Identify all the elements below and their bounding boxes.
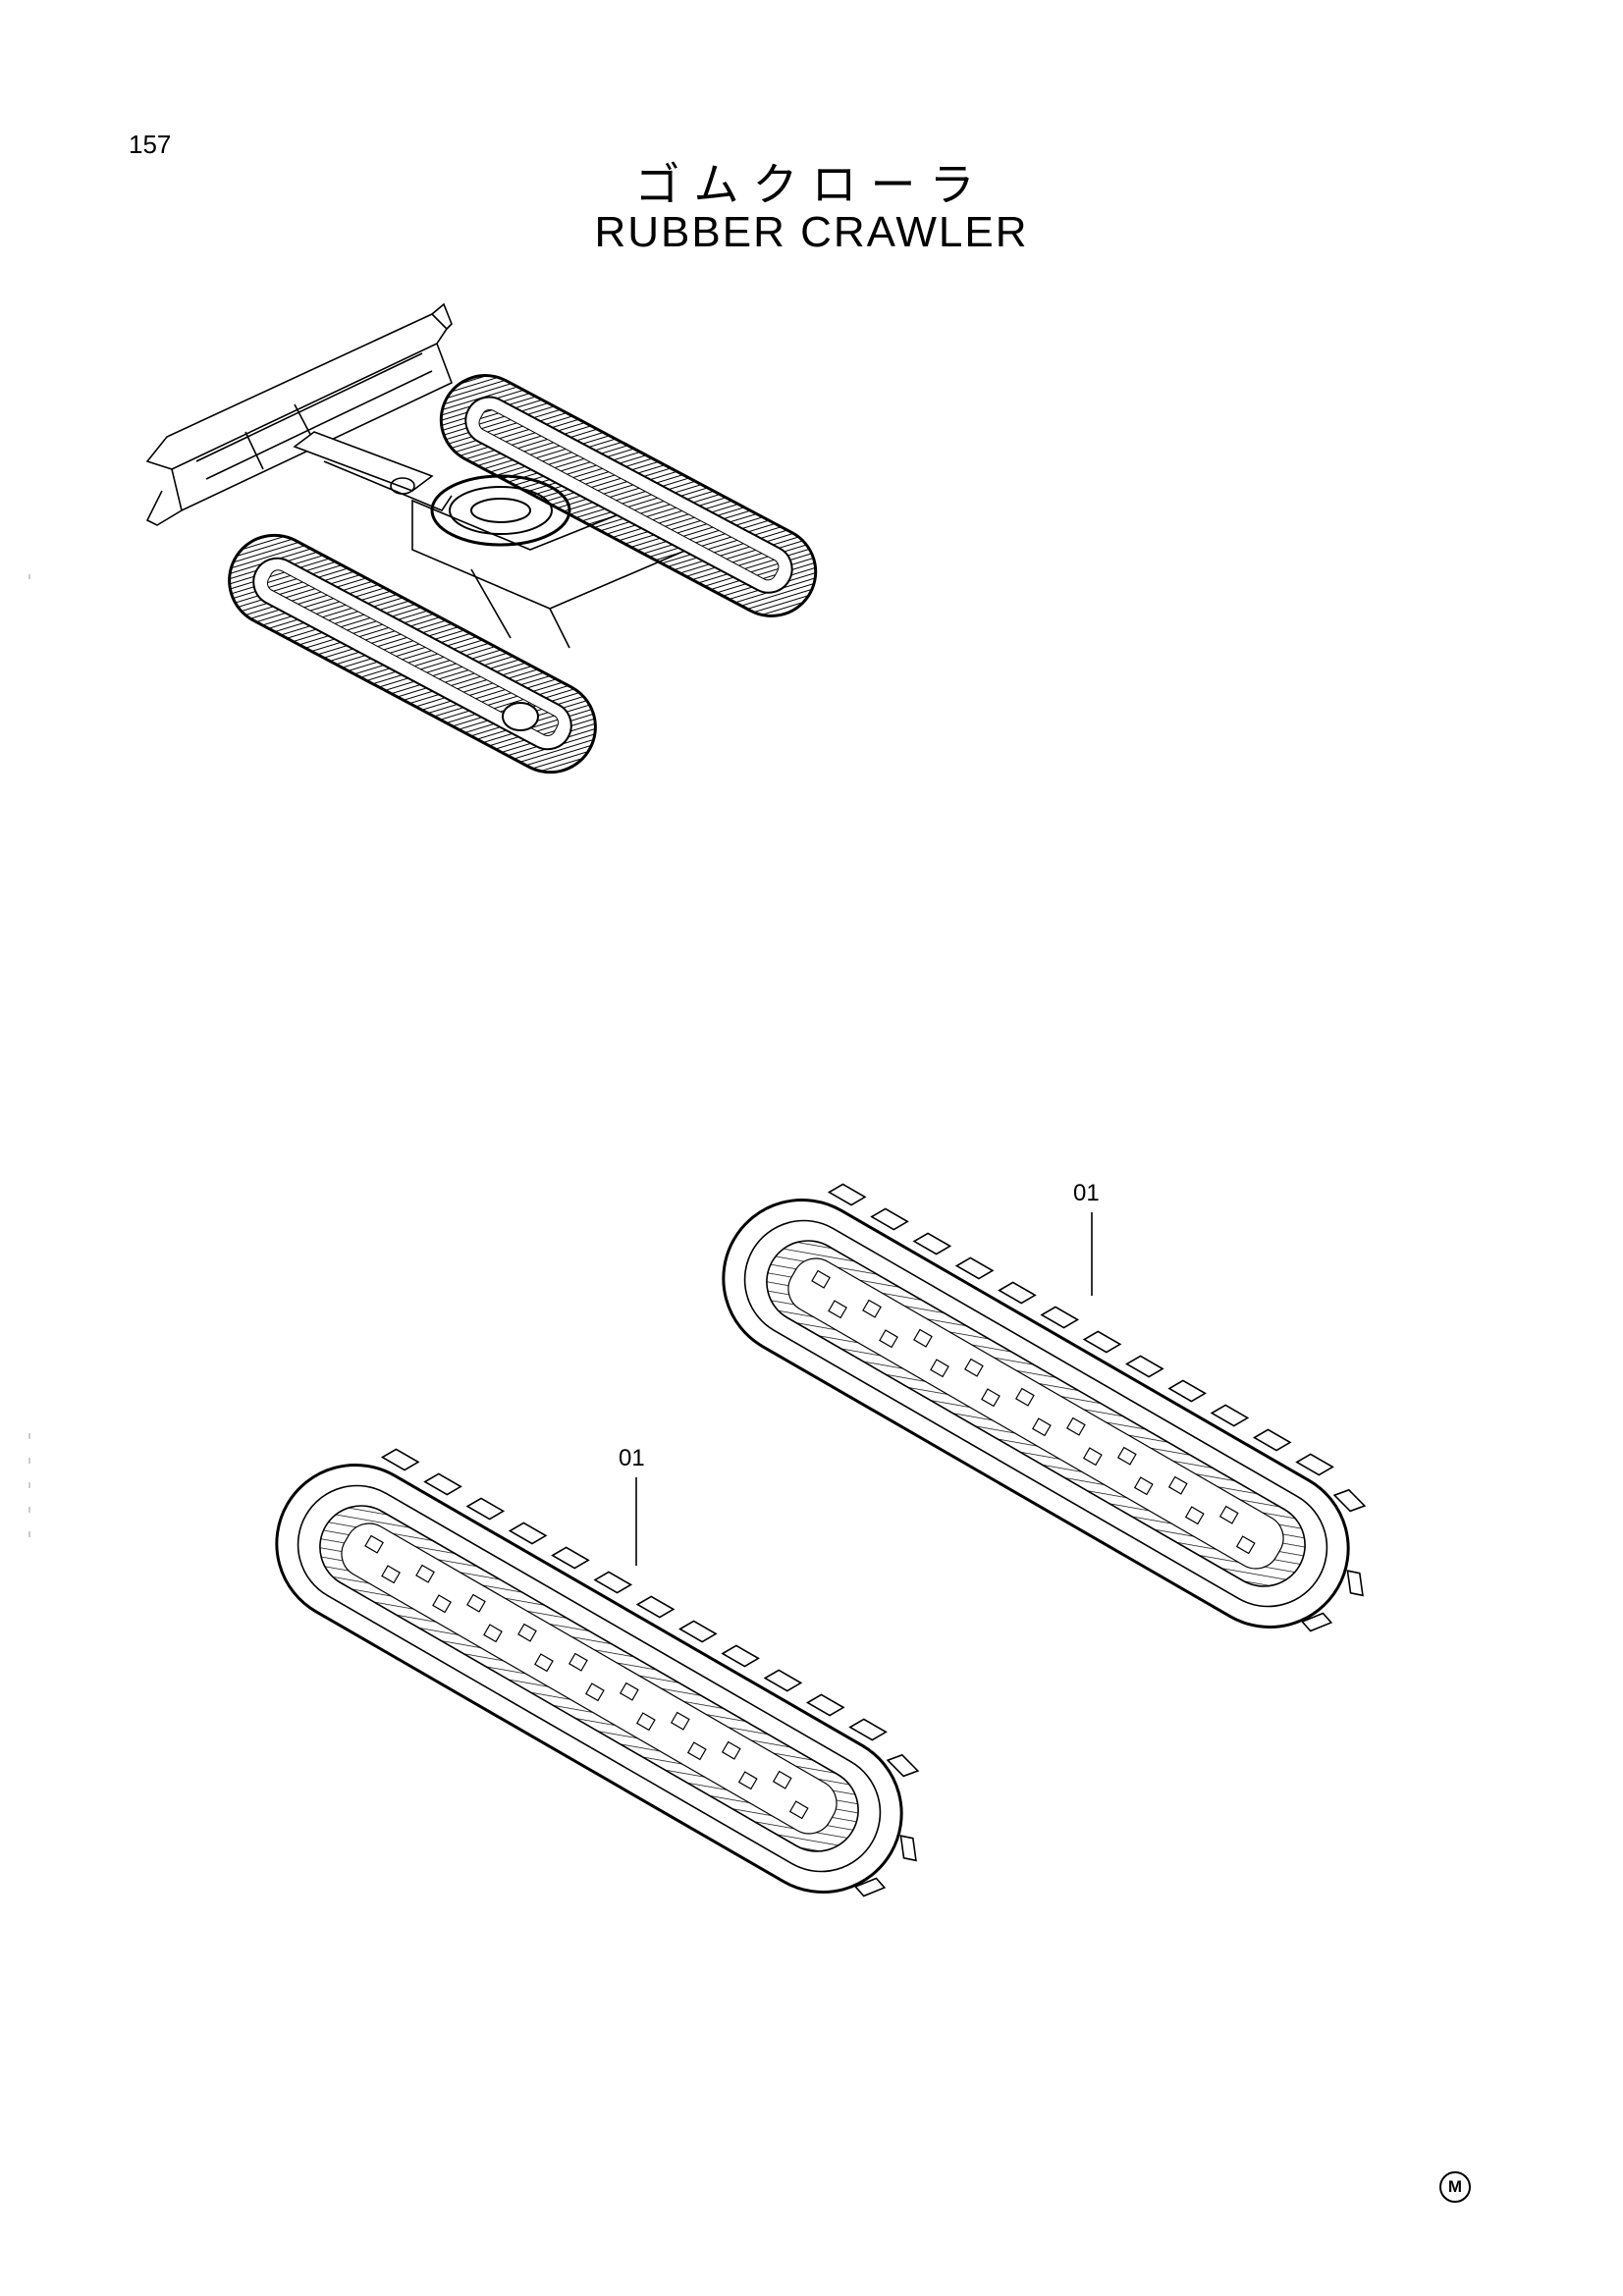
rear-track — [439, 374, 818, 617]
callout-part-01-a: 01 — [1073, 1180, 1100, 1206]
track-blocks-a — [811, 1269, 1256, 1555]
track-blocks-b — [364, 1534, 809, 1820]
rubber-crawler-b — [275, 1448, 920, 1897]
dozer-blade — [145, 302, 454, 526]
front-track — [228, 533, 597, 774]
track-lugs-a — [827, 1183, 1367, 1632]
rubber-crawler-a — [722, 1183, 1367, 1632]
title-english: RUBBER CRAWLER — [594, 208, 1029, 256]
page-number: 157 — [129, 130, 172, 159]
callout-part-01-b: 01 — [619, 1445, 645, 1471]
title-japanese: ゴムクローラ — [634, 158, 989, 211]
undercarriage-overview — [145, 302, 818, 774]
track-lugs-b — [380, 1448, 920, 1897]
circled-m-mark: M — [1439, 2171, 1471, 2203]
